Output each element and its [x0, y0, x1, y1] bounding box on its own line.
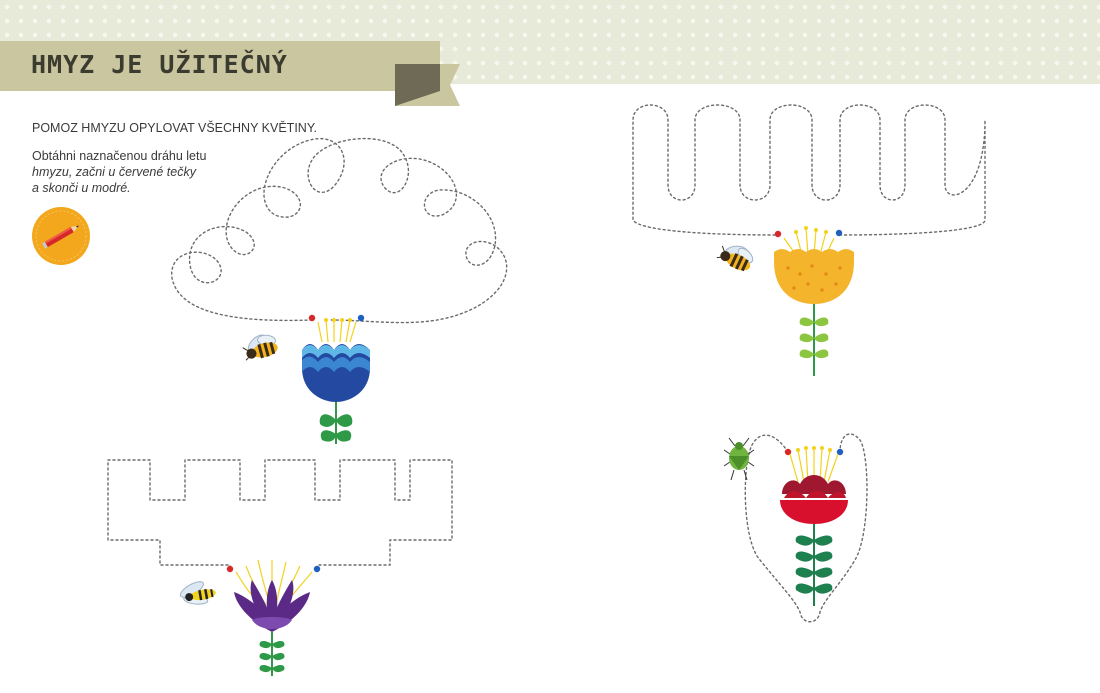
- task-instruction: Obtáhni naznačenou dráhu letu hmyzu, zač…: [32, 148, 252, 196]
- wasp-icon: [179, 581, 216, 605]
- end-dot: [836, 448, 844, 456]
- end-dot: [313, 565, 321, 573]
- flight-path-fork: [744, 433, 868, 623]
- start-dot: [784, 448, 792, 456]
- bee-icon: [715, 235, 760, 275]
- red-flower: [780, 446, 848, 606]
- instruction-line-2: hmyzu, začni u červené tečky: [32, 165, 196, 179]
- flight-path-loops: [171, 137, 508, 324]
- start-dot: [308, 314, 316, 322]
- pencil-icon: [32, 207, 90, 265]
- end-dot: [835, 229, 843, 237]
- orange-flower: [774, 226, 854, 376]
- task-prompt: POMOZ HMYZU OPYLOVAT VŠECHNY KVĚTINY.: [32, 121, 318, 135]
- blue-flower: [302, 318, 370, 444]
- instruction-line-1: Obtáhni naznačenou dráhu letu: [32, 149, 207, 163]
- instruction-line-3: a skonči u modré.: [32, 181, 131, 195]
- start-dot: [226, 565, 234, 573]
- start-dot: [774, 230, 782, 238]
- bee-icon: [239, 327, 281, 363]
- flight-path-waves: [632, 104, 986, 236]
- page-title: HMYZ JE UŽITEČNÝ: [31, 50, 288, 79]
- flight-path-steps: [107, 459, 453, 569]
- ribbon-tail: [395, 64, 460, 106]
- title-ribbon: [0, 41, 440, 91]
- end-dot: [357, 314, 365, 322]
- shield-bug-icon: [723, 437, 755, 481]
- purple-flower: [234, 559, 313, 676]
